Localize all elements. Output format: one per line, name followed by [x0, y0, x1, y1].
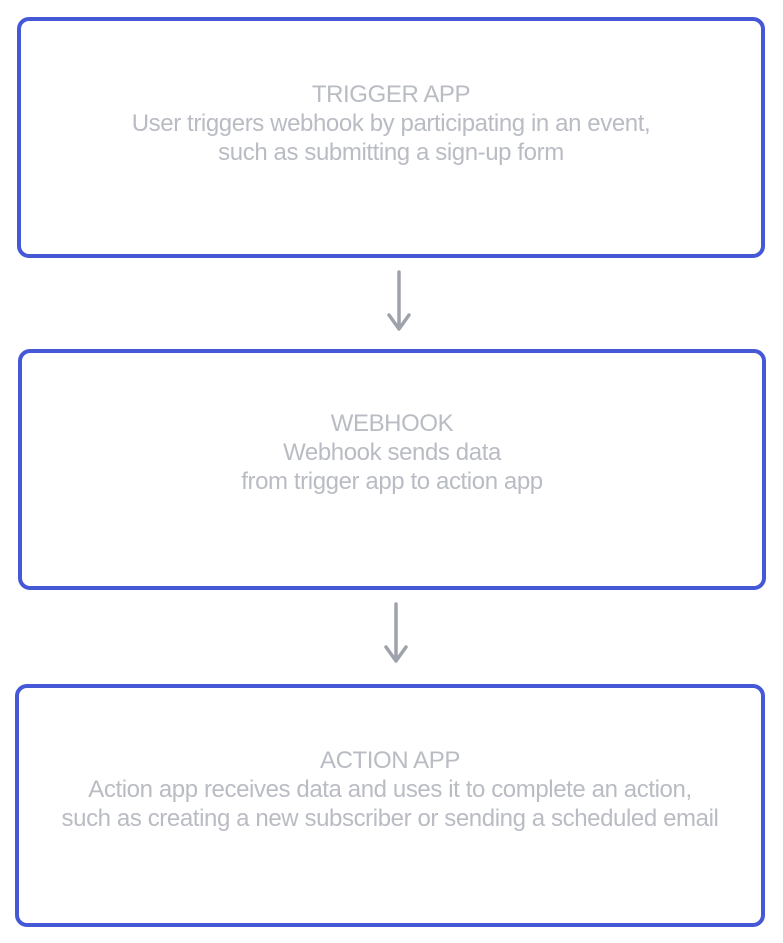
action-app-description-line-1: Action app receives data and uses it to …: [88, 776, 692, 803]
trigger-app-content: TRIGGER APP User triggers webhook by par…: [21, 80, 761, 167]
trigger-app-description-line-2: such as submitting a sign-up form: [218, 139, 564, 166]
trigger-app-title: TRIGGER APP: [311, 81, 471, 108]
action-app-description-line-2: such as creating a new subscriber or sen…: [61, 805, 719, 832]
action-app-box: ACTION APP Action app receives data and …: [15, 684, 765, 927]
arrow-down-icon: [387, 270, 411, 331]
trigger-app-box: TRIGGER APP User triggers webhook by par…: [17, 17, 765, 258]
arrow-down-icon: [384, 602, 408, 663]
action-app-content: ACTION APP Action app receives data and …: [19, 746, 761, 833]
webhook-description-line-2: from trigger app to action app: [241, 468, 543, 495]
webhook-box: WEBHOOK Webhook sends data from trigger …: [18, 349, 766, 590]
webhook-content: WEBHOOK Webhook sends data from trigger …: [22, 409, 762, 496]
webhook-description-line-1: Webhook sends data: [283, 439, 501, 466]
action-app-title: ACTION APP: [319, 747, 461, 774]
trigger-app-description-line-1: User triggers webhook by participating i…: [131, 110, 651, 137]
webhook-title: WEBHOOK: [330, 410, 454, 437]
